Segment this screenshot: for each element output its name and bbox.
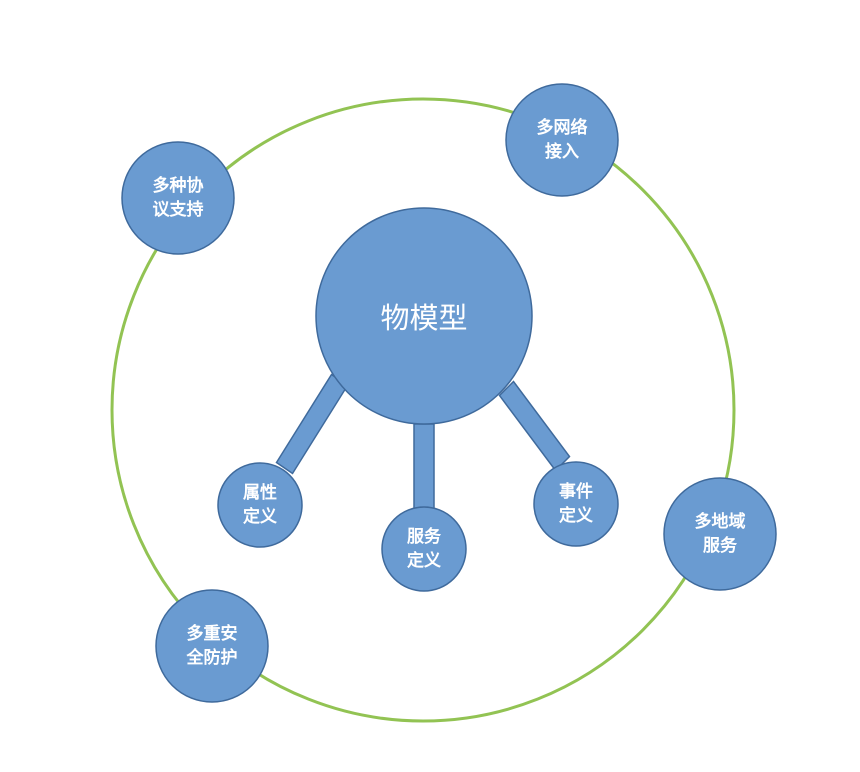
definition-node-service: 服务 定义 (381, 506, 467, 592)
feature-label-protocol-line2: 议支持 (153, 199, 204, 220)
connector-property (275, 373, 349, 475)
connector-event (498, 380, 571, 472)
definition-label-event-line1: 事件 (559, 481, 593, 502)
feature-label-network-line1: 多网络 (537, 117, 588, 138)
definition-label-event-line2: 定义 (559, 505, 593, 526)
feature-label-region-line1: 多地域 (695, 511, 746, 532)
connectors (275, 373, 571, 517)
feature-circle-security (155, 589, 269, 703)
definition-node-property: 属性 定义 (217, 462, 303, 548)
definition-circle-property (217, 462, 303, 548)
feature-label-security-line1: 多重安 (187, 623, 238, 644)
feature-label-network-line2: 接入 (545, 141, 579, 162)
feature-circle-protocol (121, 141, 235, 255)
connector-service (413, 423, 435, 517)
feature-circle-region (663, 477, 777, 591)
definition-label-service-line1: 服务 (407, 526, 442, 547)
feature-node-region: 多地域 服务 (663, 477, 777, 591)
center-node: 物模型 (315, 207, 533, 425)
definition-circle-event (533, 461, 619, 547)
outer-ring (110, 97, 736, 723)
feature-label-security-line2: 全防护 (186, 647, 238, 668)
feature-node-security: 多重安 全防护 (155, 589, 269, 703)
feature-node-network: 多网络 接入 (505, 83, 619, 197)
feature-circle-network (505, 83, 619, 197)
center-label: 物模型 (380, 301, 467, 335)
definition-label-service-line2: 定义 (407, 550, 441, 571)
feature-label-protocol-line1: 多种协 (153, 175, 204, 196)
definition-node-event: 事件 定义 (533, 461, 619, 547)
definition-circle-service (381, 506, 467, 592)
definition-label-property-line2: 定义 (243, 506, 277, 527)
definition-label-property-line1: 属性 (243, 482, 277, 503)
center-circle (315, 207, 533, 425)
feature-node-protocol: 多种协 议支持 (121, 141, 235, 255)
feature-label-region-line2: 服务 (703, 535, 738, 556)
